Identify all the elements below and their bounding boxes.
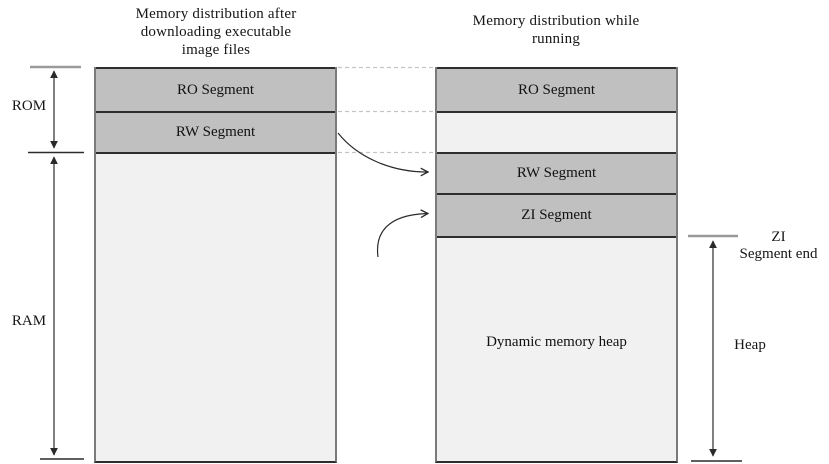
heap-extent-arrow — [688, 234, 742, 462]
right-rw-segment: RW Segment — [437, 152, 676, 193]
rom-label: ROM — [11, 98, 47, 114]
right-memory-column: RO Segment RW Segment ZI Segment Dynamic… — [435, 67, 678, 463]
left-memory-column: RO Segment RW Segment — [94, 67, 337, 463]
segment-label: RW Segment — [175, 124, 256, 140]
left-free-ram-area — [96, 152, 335, 461]
segment-label: RW Segment — [516, 165, 597, 181]
zi-end-line: Segment end — [739, 246, 818, 262]
zi-segment-end-label: ZI Segment end — [731, 229, 826, 263]
right-zi-segment: ZI Segment — [437, 193, 676, 236]
left-rw-segment: RW Segment — [96, 111, 335, 152]
title-line: Memory distribution while — [472, 13, 640, 29]
segment-label: RO Segment — [517, 81, 596, 98]
left-column-title: Memory distribution after downloading ex… — [110, 5, 322, 59]
zi-mapping-arrow — [376, 214, 427, 258]
ram-extent-arrow — [40, 156, 84, 460]
left-ro-segment: RO Segment — [96, 67, 335, 111]
title-line: image files — [181, 42, 251, 58]
alignment-dashed-lines — [338, 66, 434, 154]
right-ro-segment: RO Segment — [437, 67, 676, 111]
zi-end-line: ZI — [771, 229, 786, 245]
segment-label: Dynamic memory heap — [486, 334, 627, 350]
title-line: running — [531, 31, 581, 47]
segment-label: ZI Segment — [521, 207, 592, 223]
rw-mapping-arrow — [337, 132, 427, 172]
title-line: downloading executable — [140, 24, 292, 40]
heap-label: Heap — [734, 337, 766, 353]
right-reserved-gap — [437, 111, 676, 152]
segment-label: RO Segment — [176, 81, 255, 98]
title-line: Memory distribution after — [135, 6, 297, 22]
rom-extent-arrow — [28, 65, 84, 154]
right-dynamic-heap-area: Dynamic memory heap — [437, 236, 676, 461]
ram-label: RAM — [11, 313, 47, 329]
right-column-title: Memory distribution while running — [450, 12, 662, 48]
